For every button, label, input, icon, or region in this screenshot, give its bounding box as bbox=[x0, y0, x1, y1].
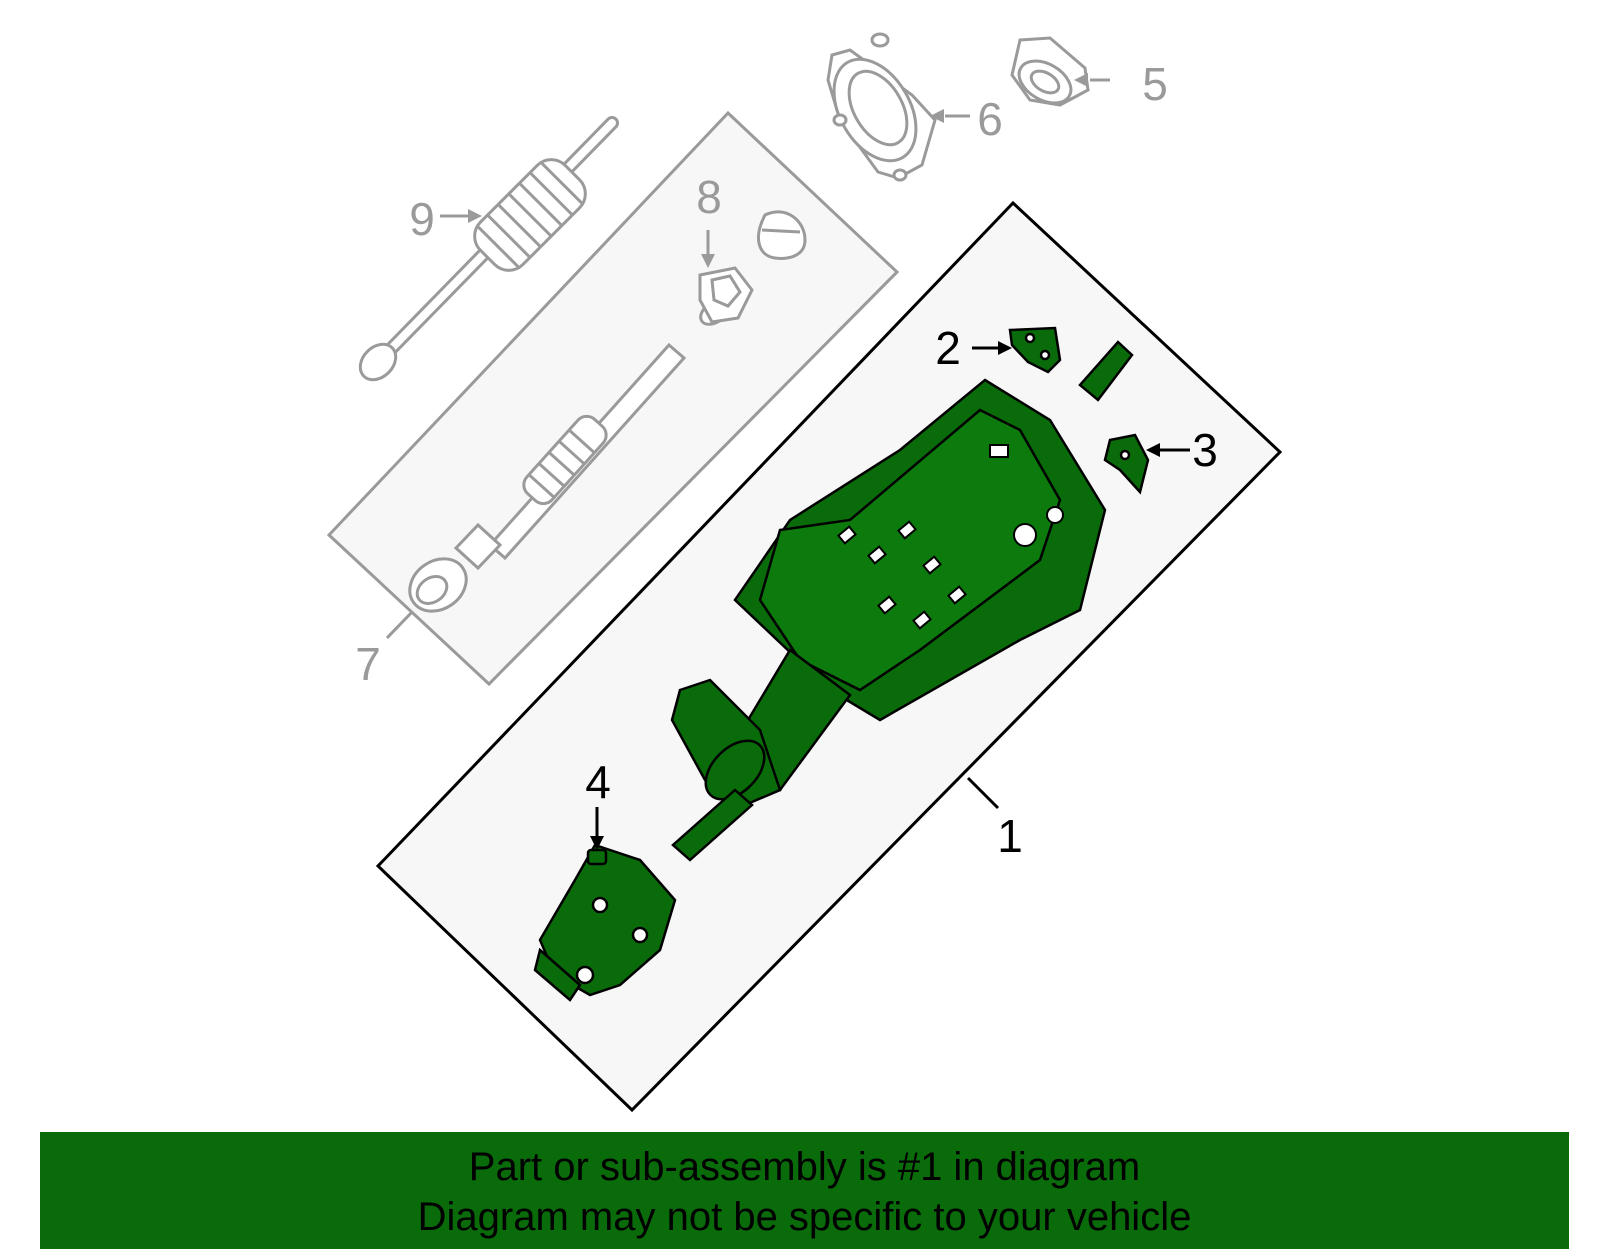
info-banner: Part or sub-assembly is #1 in diagram Di… bbox=[40, 1132, 1569, 1249]
part-2-bracket[interactable] bbox=[1008, 326, 1062, 374]
part-9-shaft[interactable] bbox=[353, 116, 619, 387]
parts-diagram: 1 2 3 4 5 6 7 8 9 bbox=[326, 32, 1283, 1113]
part-1-detail-marks bbox=[837, 444, 1064, 630]
callout-6: 6 bbox=[977, 93, 1003, 145]
banner-line-1: Part or sub-assembly is #1 in diagram bbox=[468, 1145, 1141, 1189]
part-5-bushing[interactable] bbox=[1010, 36, 1090, 112]
part-3-bracket[interactable] bbox=[1103, 433, 1150, 495]
part-8-clip[interactable] bbox=[696, 210, 807, 330]
part-1-steering-column[interactable] bbox=[533, 340, 1134, 1002]
callout-5: 5 bbox=[1142, 58, 1168, 110]
callout-9: 9 bbox=[409, 193, 435, 245]
callout-7: 7 bbox=[355, 638, 381, 690]
callout-1: 1 bbox=[997, 810, 1023, 862]
leader-lines bbox=[385, 73, 1190, 850]
part-6-housing[interactable] bbox=[817, 32, 937, 182]
banner-line-2: Diagram may not be specific to your vehi… bbox=[417, 1195, 1192, 1239]
part-4-fitting[interactable] bbox=[586, 848, 608, 866]
part-7-intermediate-shaft[interactable] bbox=[400, 342, 687, 622]
callout-2: 2 bbox=[935, 322, 961, 374]
callout-8: 8 bbox=[696, 171, 722, 223]
callout-4: 4 bbox=[585, 756, 611, 808]
callout-3: 3 bbox=[1192, 424, 1218, 476]
